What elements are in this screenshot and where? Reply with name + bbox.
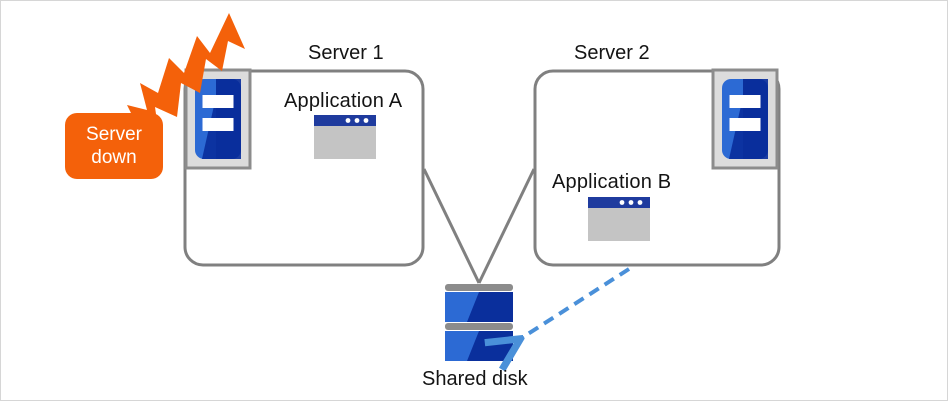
- server-down-line1: Server: [86, 124, 142, 145]
- server-down-line2: down: [91, 147, 137, 168]
- server2-title: Server 2: [574, 42, 650, 64]
- application-b-label: Application B: [552, 171, 672, 193]
- connector-server2-disk: [477, 168, 536, 284]
- server1-title: Server 1: [308, 42, 384, 64]
- shared-disk-icon: [445, 284, 513, 361]
- app-window-icon: [314, 115, 376, 159]
- server-down-badge: Server down: [65, 113, 163, 179]
- server-to-disk-connectors: [422, 168, 536, 284]
- dashed-arrow-icon: [517, 267, 631, 341]
- shared-disk-label: Shared disk: [422, 368, 528, 390]
- connector-server1-disk: [422, 168, 481, 284]
- server-icon: [711, 68, 779, 170]
- app-window-icon: [588, 197, 650, 241]
- application-a-label: Application A: [284, 90, 403, 112]
